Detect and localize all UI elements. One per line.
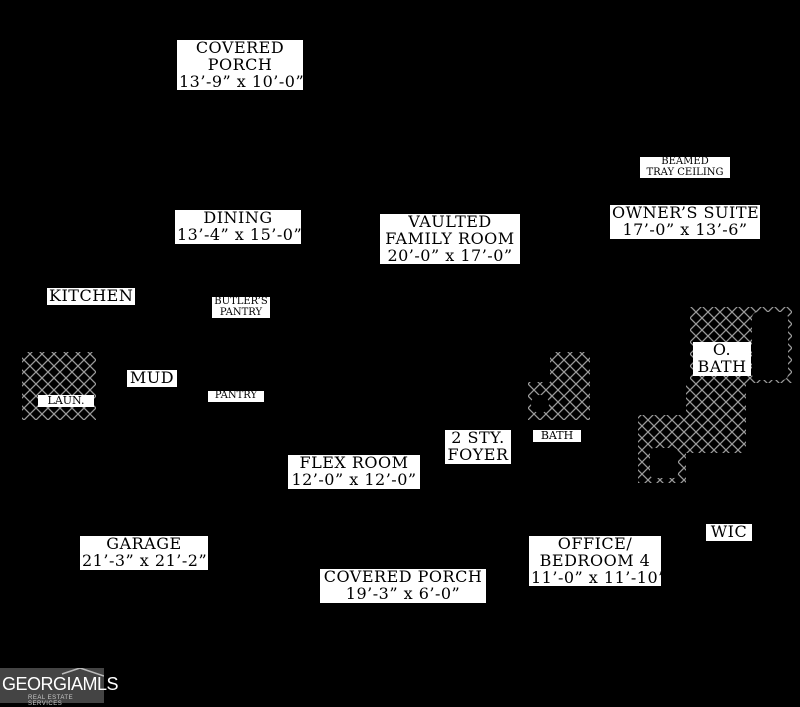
- butlers-pantry-label: BUTLER’S PANTRY: [212, 296, 270, 318]
- pantry-label: PANTRY: [208, 390, 264, 402]
- covered-porch-top-line2: PORCH: [207, 54, 273, 74]
- covered-porch-top-dims: 13’-9” x 10’-0”: [179, 71, 305, 91]
- office-label: OFFICE/ BEDROOM 4 11’-0” x 11’-10”: [529, 534, 667, 587]
- foyer-line2: FOYER: [447, 444, 509, 464]
- owners-bath-line2: BATH: [697, 356, 747, 376]
- mud-label: MUD: [127, 368, 177, 387]
- wic-label: WIC: [706, 522, 752, 541]
- flex-room-name: FLEX ROOM: [299, 453, 409, 472]
- owners-bath-tile-hatch-2: [686, 383, 746, 453]
- butlers-pantry-line2: PANTRY: [219, 306, 263, 318]
- covered-porch-top-label: COVERED PORCH 13’-9” x 10’-0”: [177, 38, 305, 91]
- owners-suite-label: OWNER’S SUITE 17’-0” x 13’-6”: [610, 203, 760, 239]
- bath-name: BATH: [540, 429, 574, 442]
- covered-porch-bottom-name: COVERED PORCH: [323, 567, 483, 586]
- foyer-line1: 2 STY.: [451, 428, 505, 447]
- covered-porch-bottom-dims: 19’-3” x 6’-0”: [345, 583, 461, 603]
- logo-sub-text: REAL ESTATE SERVICES: [28, 695, 74, 707]
- bath-label: BATH: [533, 430, 581, 442]
- covered-porch-bottom-label: COVERED PORCH 19’-3” x 6’-0”: [320, 567, 486, 603]
- toilet-fixture: [531, 395, 549, 413]
- owners-ceiling-line2: TRAY CEILING: [646, 166, 724, 178]
- office-line1: OFFICE/: [557, 534, 633, 553]
- shower-fixture: [650, 448, 678, 478]
- bath-tile-hatch: [550, 352, 590, 420]
- dining-dims: 13’-4” x 15’-0”: [177, 224, 303, 244]
- owners-suite-dims: 17’-0” x 13’-6”: [622, 219, 748, 239]
- garage-dims: 21’-3” x 21’-2”: [82, 550, 208, 570]
- flex-room-label: FLEX ROOM 12’-0” x 12’-0”: [288, 453, 420, 489]
- family-room-line1: VAULTED: [408, 212, 492, 231]
- office-line2: BEDROOM 4: [539, 550, 651, 570]
- mud-name: MUD: [129, 368, 175, 387]
- owners-bath-line1: O.: [712, 340, 732, 359]
- dining-name: DINING: [203, 208, 273, 227]
- garage-label: GARAGE 21’-3” x 21’-2”: [80, 534, 208, 570]
- wic-name: WIC: [710, 522, 748, 541]
- garage-name: GARAGE: [106, 534, 182, 553]
- butlers-pantry-line1: BUTLER’S: [214, 296, 268, 307]
- tub-fixture: [752, 312, 788, 380]
- laundry-tile-hatch: [22, 352, 96, 420]
- owners-ceiling-line1: BEAMED: [661, 156, 709, 167]
- office-dims: 11’-0” x 11’-10”: [531, 567, 667, 587]
- owners-bath-label: O. BATH: [693, 340, 751, 376]
- logo-main-text: GEORGIAMLS: [2, 674, 119, 694]
- dining-label: DINING 13’-4” x 15’-0”: [175, 208, 303, 244]
- foyer-label: 2 STY. FOYER: [445, 428, 511, 464]
- georgia-mls-logo: GEORGIAMLS REAL ESTATE SERVICES: [0, 668, 119, 707]
- owners-ceiling-note: BEAMED TRAY CEILING: [640, 156, 730, 178]
- kitchen-name: KITCHEN: [49, 286, 134, 305]
- pantry-name: PANTRY: [214, 390, 258, 401]
- laundry-name: LAUN.: [47, 394, 85, 407]
- family-room-dims: 20’-0” x 17’-0”: [387, 245, 513, 265]
- logo-roof-icon: [61, 668, 104, 677]
- covered-porch-top-line1: COVERED: [195, 38, 285, 57]
- flex-room-dims: 12’-0” x 12’-0”: [291, 469, 417, 489]
- owners-suite-name: OWNER’S SUITE: [612, 203, 760, 222]
- family-room-label: VAULTED FAMILY ROOM 20’-0” x 17’-0”: [380, 212, 520, 265]
- kitchen-label: KITCHEN: [47, 286, 135, 305]
- family-room-line2: FAMILY ROOM: [385, 228, 515, 248]
- laundry-label: LAUN.: [38, 395, 94, 407]
